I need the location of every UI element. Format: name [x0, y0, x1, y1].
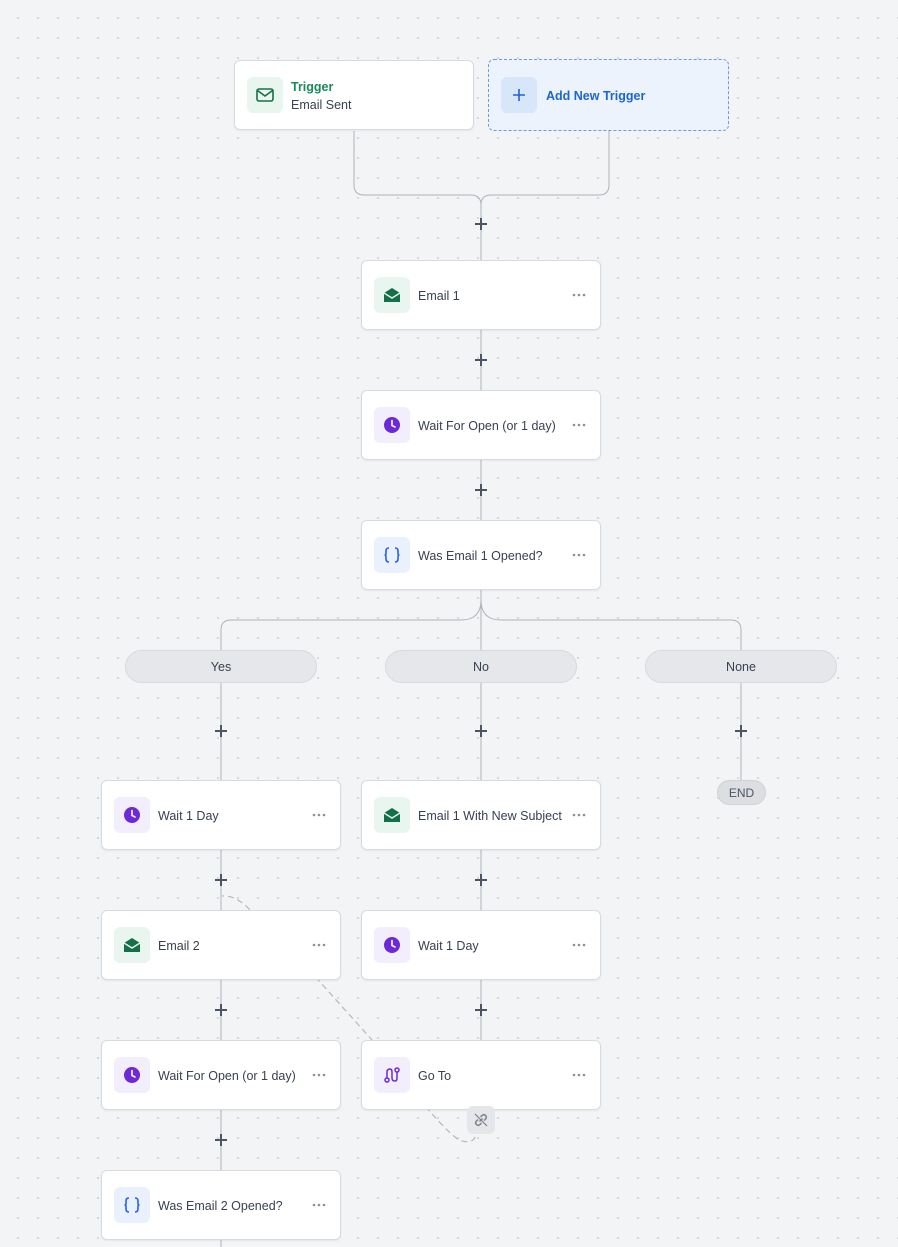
branch-label: None [726, 659, 756, 674]
trigger-card[interactable]: Trigger Email Sent [234, 60, 474, 130]
end-label: END [728, 785, 755, 800]
email-open-icon [114, 927, 150, 963]
add-step-button[interactable] [213, 1132, 229, 1148]
step-wait-for-open[interactable]: Wait For Open (or 1 day) [361, 390, 601, 460]
more-options-icon[interactable] [570, 415, 588, 435]
envelope-icon [247, 77, 283, 113]
more-options-icon[interactable] [570, 935, 588, 955]
more-options-icon[interactable] [570, 805, 588, 825]
add-step-button[interactable] [473, 872, 489, 888]
step-label: Go To [418, 1069, 452, 1083]
more-options-icon[interactable] [570, 285, 588, 305]
step-label: Wait 1 Day [158, 809, 219, 823]
add-step-button[interactable] [213, 872, 229, 888]
step-label: Wait For Open (or 1 day) [418, 419, 556, 433]
step-no-goto[interactable]: Go To [361, 1040, 601, 1110]
more-options-icon[interactable] [570, 545, 588, 565]
add-step-button[interactable] [213, 723, 229, 739]
branch-no[interactable]: No [385, 650, 577, 683]
step-no-wait-1-day[interactable]: Wait 1 Day [361, 910, 601, 980]
add-step-button[interactable] [733, 723, 749, 739]
step-yes-wait-for-open[interactable]: Wait For Open (or 1 day) [101, 1040, 341, 1110]
add-step-button[interactable] [473, 1002, 489, 1018]
more-options-icon[interactable] [310, 935, 328, 955]
branch-label: Yes [210, 659, 232, 674]
email-open-icon [374, 277, 410, 313]
step-label: Wait For Open (or 1 day) [158, 1069, 296, 1083]
add-new-trigger-button[interactable]: Add New Trigger [488, 59, 729, 131]
branch-label: No [473, 659, 489, 674]
more-options-icon[interactable] [570, 1065, 588, 1085]
clock-icon [114, 797, 150, 833]
more-options-icon[interactable] [310, 805, 328, 825]
more-options-icon[interactable] [310, 1065, 328, 1085]
branch-yes[interactable]: Yes [125, 650, 317, 683]
step-label: Was Email 2 Opened? [158, 1199, 283, 1213]
step-yes-email-2[interactable]: Email 2 [101, 910, 341, 980]
trigger-subtitle: Email Sent [291, 98, 352, 112]
step-no-email-new-subject[interactable]: Email 1 With New Subject [361, 780, 601, 850]
add-step-button[interactable] [473, 723, 489, 739]
route-icon [374, 1057, 410, 1093]
email-open-icon [374, 797, 410, 833]
add-step-button[interactable] [473, 216, 489, 232]
clock-icon [374, 407, 410, 443]
trigger-title: Trigger [291, 80, 334, 94]
step-label: Email 2 [158, 939, 200, 953]
step-yes-wait-1-day[interactable]: Wait 1 Day [101, 780, 341, 850]
add-step-button[interactable] [473, 352, 489, 368]
add-step-button[interactable] [473, 482, 489, 498]
step-email-1[interactable]: Email 1 [361, 260, 601, 330]
add-step-button[interactable] [213, 1002, 229, 1018]
plus-icon [501, 77, 537, 113]
clock-icon [114, 1057, 150, 1093]
broken-link-icon[interactable] [467, 1106, 495, 1134]
step-label: Was Email 1 Opened? [418, 549, 543, 563]
clock-icon [374, 927, 410, 963]
more-options-icon[interactable] [310, 1195, 328, 1215]
braces-icon [374, 537, 410, 573]
end-marker: END [717, 780, 766, 805]
branch-none[interactable]: None [645, 650, 837, 683]
add-new-trigger-label: Add New Trigger [546, 89, 646, 103]
step-condition-email-1-opened[interactable]: Was Email 1 Opened? [361, 520, 601, 590]
step-yes-condition-email-2-opened[interactable]: Was Email 2 Opened? [101, 1170, 341, 1240]
step-label: Wait 1 Day [418, 939, 479, 953]
step-label: Email 1 With New Subject [418, 809, 562, 823]
step-label: Email 1 [418, 289, 460, 303]
braces-icon [114, 1187, 150, 1223]
